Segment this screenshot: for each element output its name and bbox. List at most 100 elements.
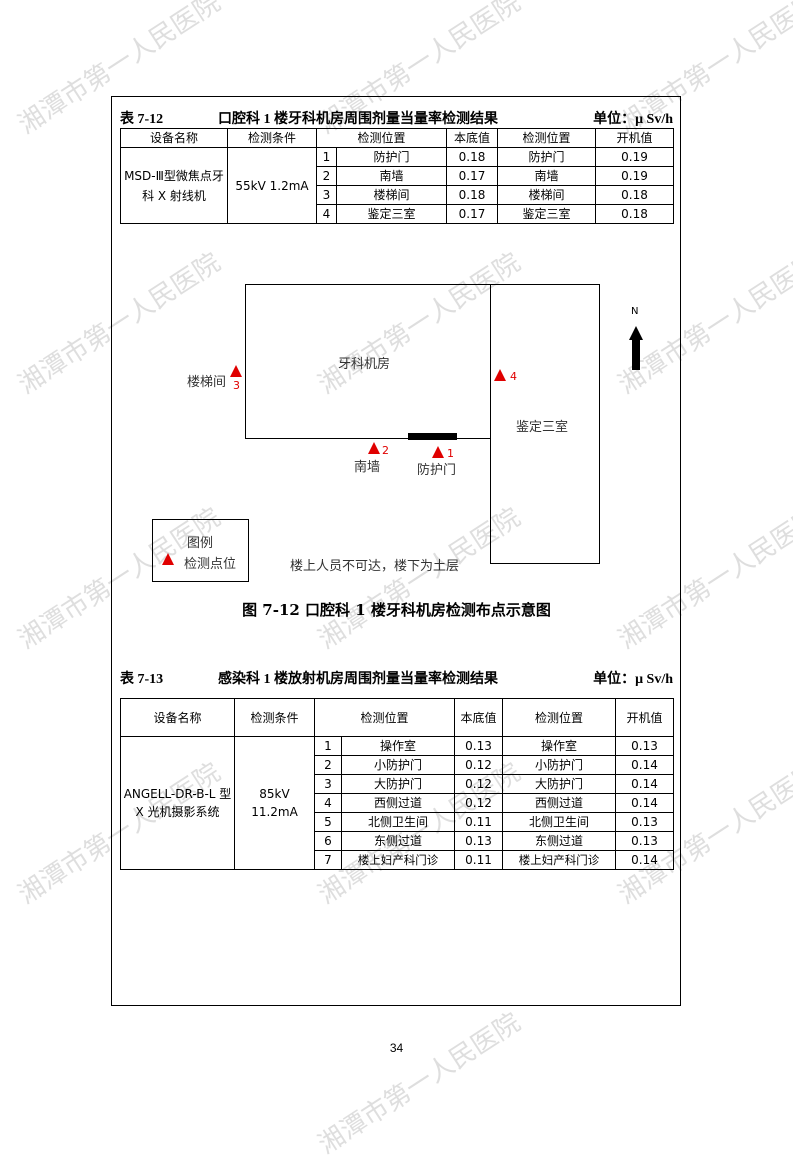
measurement-point-icon <box>230 365 242 377</box>
test-condition: 55kV 1.2mA <box>227 147 317 224</box>
row-number: 2 <box>314 755 342 775</box>
legend-title: 图例 <box>187 536 214 551</box>
position: 楼梯间 <box>335 185 448 205</box>
header-position-2: 检测位置 <box>502 698 617 737</box>
table-row: 3 大防护门 0.12 大防护门 0.14 <box>121 774 675 794</box>
position: 小防护门 <box>340 755 456 775</box>
header-on-value: 开机值 <box>595 128 675 148</box>
on-value: 0.13 <box>615 831 675 851</box>
background-value: 0.12 <box>454 774 504 794</box>
position: 鉴定三室 <box>335 204 448 224</box>
position-2: 楼梯间 <box>497 185 597 205</box>
table-number: 表 7-12 <box>120 112 164 127</box>
point-number: 1 <box>447 447 454 460</box>
point-number: 2 <box>382 444 389 457</box>
north-arrow-icon <box>629 326 643 340</box>
position: 楼上妇产科门诊 <box>340 850 456 870</box>
position-2: 鉴定三室 <box>497 204 597 224</box>
on-value: 0.14 <box>615 850 675 870</box>
position: 大防护门 <box>340 774 456 794</box>
position-2: 楼上妇产科门诊 <box>502 850 617 870</box>
position-2: 小防护门 <box>502 755 617 775</box>
position-2: 东侧过道 <box>502 831 617 851</box>
row-number: 4 <box>314 793 342 813</box>
background-value: 0.17 <box>446 166 499 186</box>
watermark: 湘潭市第一人民医院 <box>313 1007 526 1161</box>
row-number: 1 <box>316 147 337 167</box>
table-header-row: 设备名称 检测条件 检测位置 本底值 检测位置 开机值 <box>120 128 675 148</box>
table-title: 口腔科 1 楼牙科机房周围剂量当量率检测结果 <box>218 112 498 127</box>
table-unit: 单位：μ Sv/h <box>593 112 673 127</box>
position-2: 北侧卫生间 <box>502 812 617 832</box>
row-number: 7 <box>314 850 342 870</box>
measurement-point-icon <box>432 446 444 458</box>
position: 北侧卫生间 <box>340 812 456 832</box>
background-value: 0.18 <box>446 185 499 205</box>
header-condition: 检测条件 <box>234 698 315 737</box>
legend-item: 检测点位 <box>184 557 237 572</box>
protective-door <box>408 433 457 440</box>
background-value: 0.17 <box>446 204 499 224</box>
legend-point-icon <box>162 553 174 565</box>
on-value: 0.18 <box>595 185 675 205</box>
header-on-value: 开机值 <box>615 698 675 737</box>
figure-caption: 图 7-12 口腔科 1 楼牙科机房检测布点示意图 <box>242 601 551 619</box>
row-number: 6 <box>314 831 342 851</box>
dental-room-label: 牙科机房 <box>338 357 391 372</box>
background-value: 0.11 <box>454 850 504 870</box>
adjacent-room <box>490 284 600 564</box>
header-device: 设备名称 <box>120 698 235 737</box>
measurement-point-icon <box>368 442 380 454</box>
position: 操作室 <box>340 736 456 756</box>
table-row: 2 南墙 0.17 南墙 0.19 <box>121 166 675 186</box>
table-row: ANGELL-DR-B-L 型 X 光机摄影系统 85kV 11.2mA 1 操… <box>120 736 675 870</box>
table-row: 3 楼梯间 0.18 楼梯间 0.18 <box>121 185 675 205</box>
header-position: 检测位置 <box>315 128 448 148</box>
position-2: 防护门 <box>497 147 597 167</box>
position-2: 南墙 <box>497 166 597 186</box>
position: 东侧过道 <box>340 831 456 851</box>
table-caption: 表 7-13 感染科 1 楼放射机房周围剂量当量率检测结果 单位：μ Sv/h <box>120 668 673 690</box>
header-position-2: 检测位置 <box>497 128 597 148</box>
table-title: 感染科 1 楼放射机房周围剂量当量率检测结果 <box>218 672 498 687</box>
diagram-note: 楼上人员不可达，楼下为土层 <box>290 559 460 574</box>
row-number: 5 <box>314 812 342 832</box>
layout-diagram: 牙科机房 鉴定三室 N 楼梯间 3 4 2 南墙 1 防护门 图例 检测点位 楼… <box>150 280 650 582</box>
legend-box <box>152 519 249 582</box>
position: 南墙 <box>335 166 448 186</box>
background-value: 0.11 <box>454 812 504 832</box>
header-position: 检测位置 <box>313 698 456 737</box>
row-number: 2 <box>316 166 337 186</box>
background-value: 0.13 <box>454 831 504 851</box>
device-name: MSD-Ⅲ型微焦点牙科 X 射线机 <box>120 147 228 224</box>
position: 防护门 <box>335 147 448 167</box>
point-number: 3 <box>233 379 240 392</box>
background-value: 0.13 <box>454 736 504 756</box>
on-value: 0.14 <box>615 793 675 813</box>
page-number: 34 <box>389 1041 404 1055</box>
row-number: 1 <box>314 736 342 756</box>
table-unit: 单位：μ Sv/h <box>593 672 673 687</box>
on-value: 0.18 <box>595 204 675 224</box>
point-label: 南墙 <box>354 460 381 475</box>
on-value: 0.14 <box>615 755 675 775</box>
table-caption: 表 7-12 口腔科 1 楼牙科机房周围剂量当量率检测结果 单位：μ Sv/h <box>120 108 673 130</box>
dose-table-dental: 设备名称 检测条件 检测位置 本底值 检测位置 开机值 MSD-Ⅲ型微焦点牙科 … <box>120 128 675 224</box>
on-value: 0.13 <box>615 812 675 832</box>
test-condition: 85kV 11.2mA <box>234 736 315 870</box>
row-number: 3 <box>316 185 337 205</box>
adjacent-room-label: 鉴定三室 <box>516 420 569 435</box>
table-row: 5 北侧卫生间 0.11 北侧卫生间 0.13 <box>121 812 675 832</box>
north-arrow-shaft <box>632 340 640 370</box>
on-value: 0.13 <box>615 736 675 756</box>
table-row: MSD-Ⅲ型微焦点牙科 X 射线机 55kV 1.2mA 1 防护门 0.18 … <box>120 147 675 224</box>
row-number: 4 <box>316 204 337 224</box>
on-value: 0.14 <box>615 774 675 794</box>
row-number: 3 <box>314 774 342 794</box>
header-device: 设备名称 <box>120 128 228 148</box>
table-number: 表 7-13 <box>120 672 164 687</box>
point-label: 防护门 <box>417 463 457 478</box>
position-2: 大防护门 <box>502 774 617 794</box>
on-value: 0.19 <box>595 166 675 186</box>
position-2: 西侧过道 <box>502 793 617 813</box>
